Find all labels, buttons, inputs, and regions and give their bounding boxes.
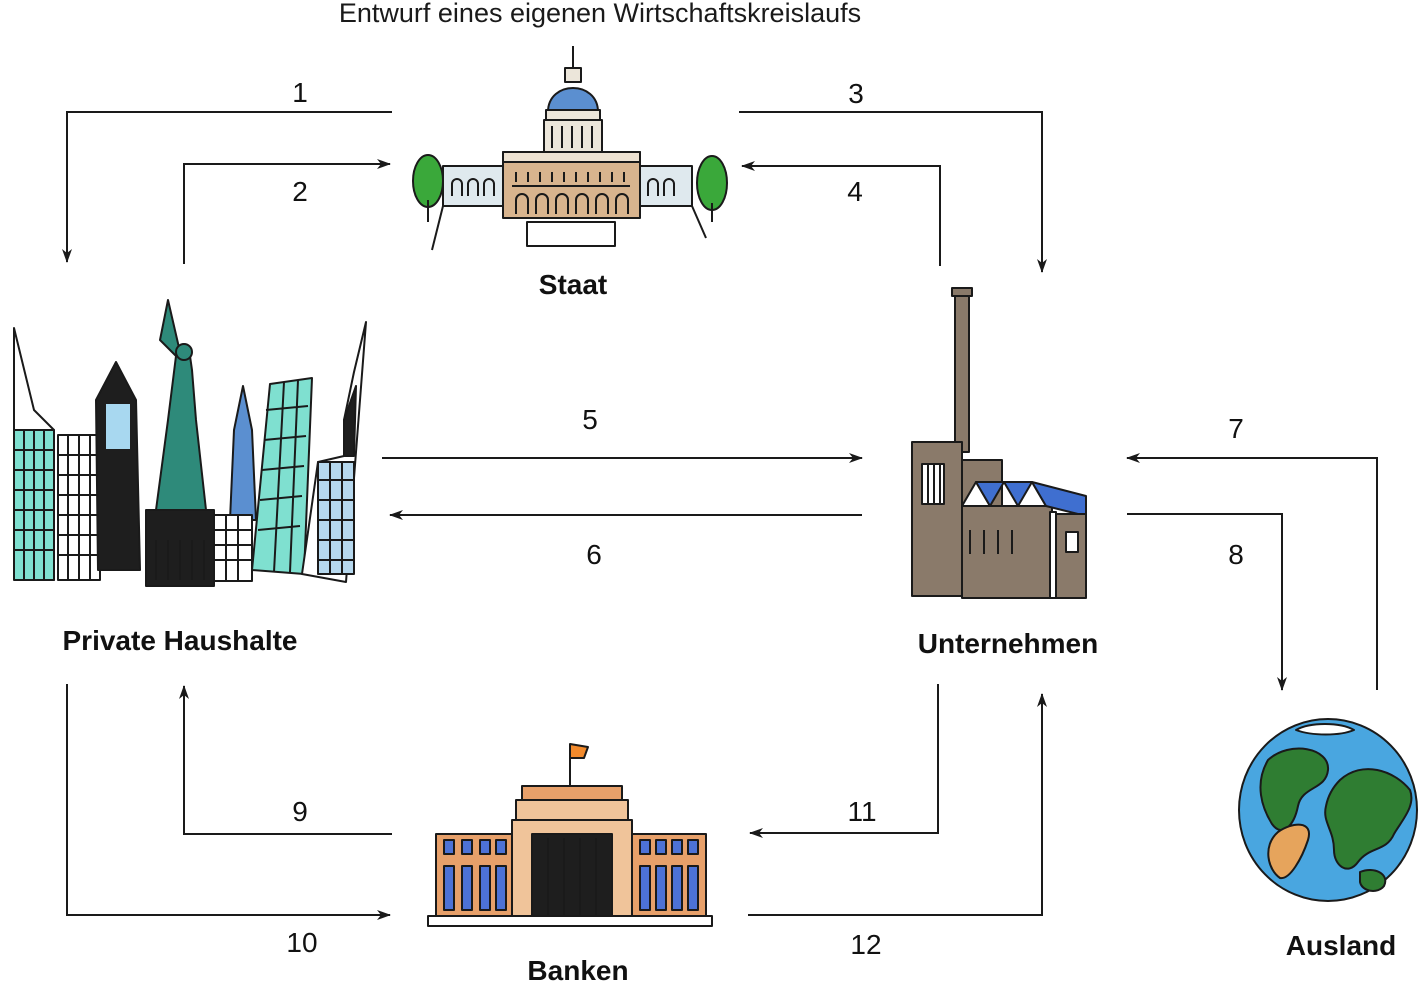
flow-arrow-8 xyxy=(1127,513,1287,691)
globe-icon xyxy=(1238,718,1418,902)
flow-number-11: 11 xyxy=(847,796,876,827)
flow-arrow-3 xyxy=(739,111,1047,273)
flow-number-10: 10 xyxy=(286,927,317,958)
flow-arrow-2 xyxy=(183,159,391,264)
flow-number-12: 12 xyxy=(850,929,881,960)
flow-arrow-11 xyxy=(749,684,939,838)
flow-numbers: 1 2 3 4 5 6 7 8 9 10 11 12 xyxy=(286,77,1243,960)
bank-building-icon xyxy=(427,743,713,927)
flow-number-6: 6 xyxy=(586,539,602,570)
diagram-title: Entwurf eines eigenen Wirtschaftskreisla… xyxy=(339,0,861,28)
flow-arrow-10 xyxy=(66,684,391,920)
node-label-staat: Staat xyxy=(539,269,607,300)
flow-number-1: 1 xyxy=(292,77,308,108)
flow-number-9: 9 xyxy=(292,796,308,827)
flow-number-2: 2 xyxy=(292,176,308,207)
node-label-unternehmen: Unternehmen xyxy=(918,628,1098,659)
flow-number-7: 7 xyxy=(1228,413,1244,444)
capitol-building-icon xyxy=(412,46,728,251)
node-label-banken: Banken xyxy=(527,955,628,981)
factory-icon xyxy=(911,287,1087,599)
flow-arrow-4 xyxy=(741,161,941,266)
flow-arrows xyxy=(62,111,1378,920)
flow-arrow-7 xyxy=(1126,453,1378,690)
city-skyline-icon xyxy=(13,299,367,587)
flow-number-3: 3 xyxy=(848,78,864,109)
flow-arrow-12 xyxy=(748,693,1047,916)
flow-number-5: 5 xyxy=(582,404,598,435)
flow-arrow-9 xyxy=(179,685,392,835)
flow-number-8: 8 xyxy=(1228,539,1244,570)
flow-number-4: 4 xyxy=(847,176,863,207)
node-label-ausland: Ausland xyxy=(1286,930,1396,961)
node-label-private-haushalte: Private Haushalte xyxy=(63,625,298,656)
flow-arrow-1 xyxy=(62,111,392,263)
